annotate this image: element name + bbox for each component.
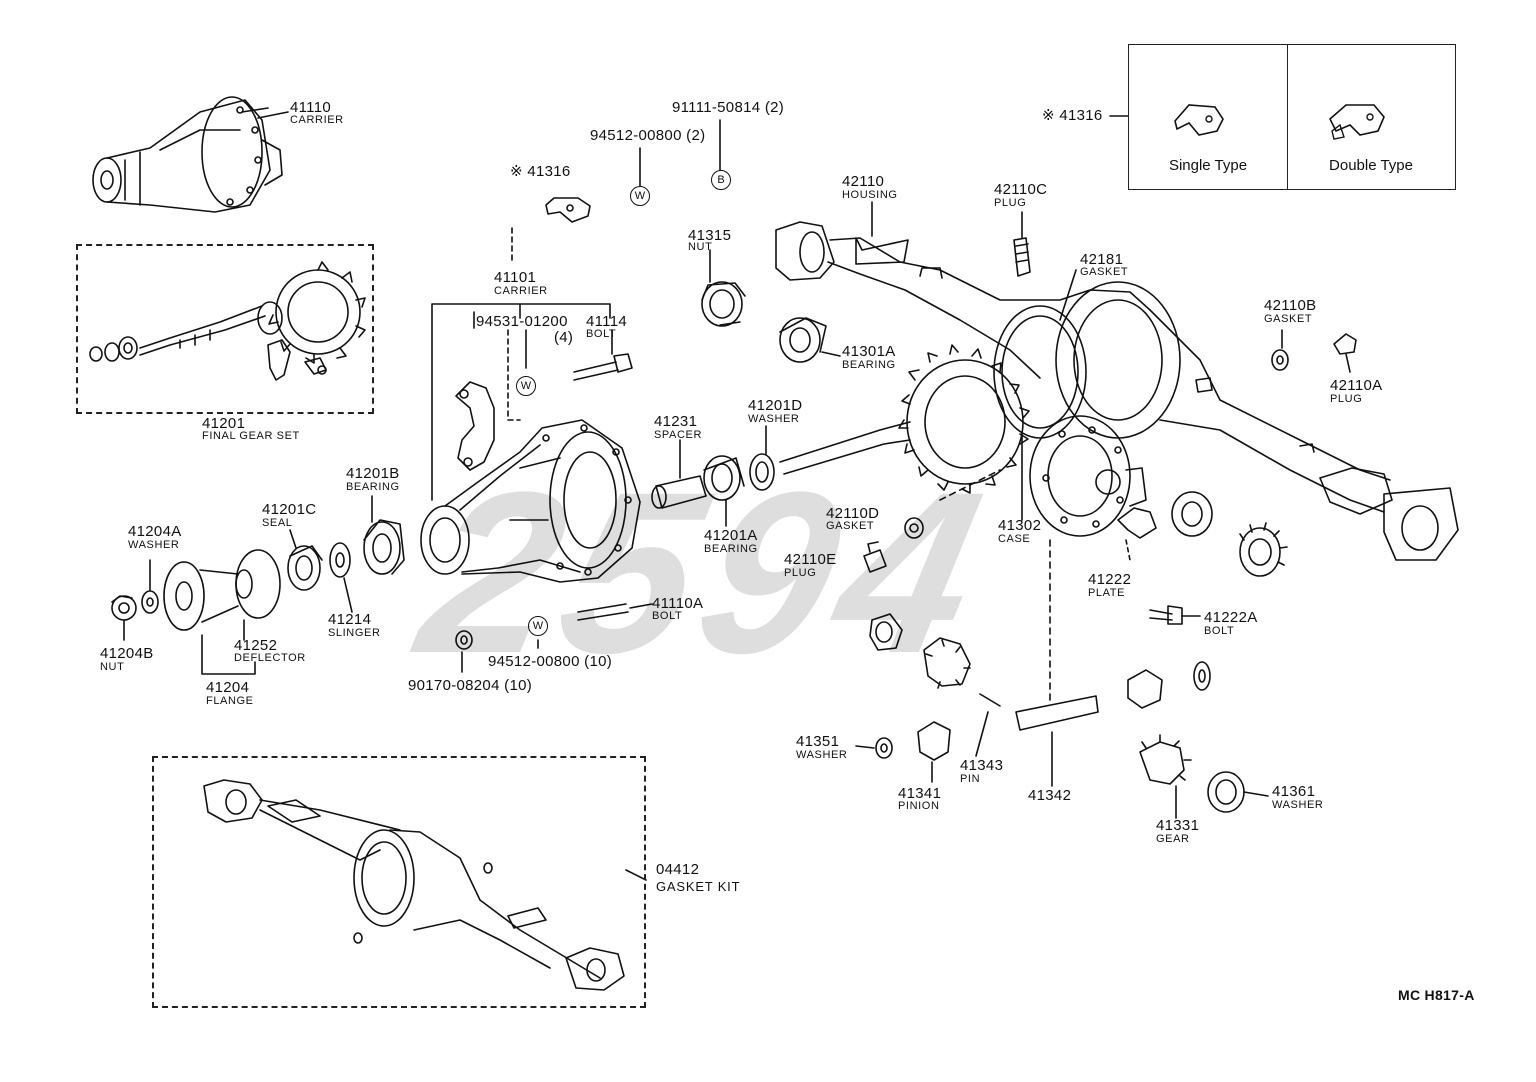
part-42181-number: 42181 bbox=[1080, 251, 1124, 268]
part-41201D-number: 41201D bbox=[748, 397, 803, 414]
w-mark-top: W bbox=[630, 186, 650, 206]
part-41204-number: 41204 bbox=[206, 679, 250, 696]
part-41204A-name: WASHER bbox=[128, 539, 180, 551]
part-41201A-number: 41201A bbox=[704, 527, 758, 544]
part-41201-number: 41201 bbox=[202, 415, 246, 432]
part-41110-number: 41110 bbox=[290, 99, 331, 116]
part-41204-name: FLANGE bbox=[206, 695, 254, 707]
single-type-plate-icon bbox=[1174, 104, 1224, 136]
part-41204B-number: 41204B bbox=[100, 645, 154, 662]
final-gear-set-box bbox=[76, 244, 374, 414]
part-41201D-name: WASHER bbox=[748, 413, 800, 425]
part-41331-number: 41331 bbox=[1156, 817, 1200, 834]
double-type-panel: Double Type bbox=[1288, 45, 1454, 189]
part-41302-number: 41302 bbox=[998, 517, 1042, 534]
final-gear-set-drawing bbox=[89, 261, 366, 381]
part-41201A-name: BEARING bbox=[704, 543, 758, 555]
part-41301A-number: 41301A bbox=[842, 343, 896, 360]
part-41316-number: ※ 41316 bbox=[510, 163, 571, 180]
part-41201B-number: 41201B bbox=[346, 465, 400, 482]
part-42110E-number: 42110E bbox=[784, 551, 837, 568]
part-41341-name: PINION bbox=[898, 800, 940, 812]
part-41214-number: 41214 bbox=[328, 611, 372, 628]
part-41231-name: SPACER bbox=[654, 429, 703, 441]
part-41201C-number: 41201C bbox=[262, 501, 317, 518]
gasket-kit-box bbox=[152, 756, 646, 1008]
part-41110-name: CARRIER bbox=[290, 114, 344, 126]
part-41222-name: PLATE bbox=[1088, 587, 1126, 599]
part-41114-name: BOLT bbox=[586, 328, 617, 340]
part-90170-number: 90170-08204 (10) bbox=[408, 677, 533, 694]
part-41343-name: PIN bbox=[960, 773, 981, 785]
part-94531-qty: (4) bbox=[554, 329, 574, 346]
part-41101-number: 41101 bbox=[494, 269, 537, 286]
part-91111-number: 91111-50814 (2) bbox=[672, 99, 785, 116]
b-mark-top: B bbox=[711, 170, 731, 190]
double-type-label: Double Type bbox=[1329, 157, 1413, 174]
part-41114-number: 41114 bbox=[586, 313, 627, 330]
part-41222-number: 41222 bbox=[1088, 571, 1132, 588]
inset-ref-label: ※ 41316 bbox=[1042, 107, 1103, 124]
part-41204A-number: 41204A bbox=[128, 523, 182, 540]
part-94531-number: 94531-01200 bbox=[476, 313, 568, 330]
w-mark-mid: W bbox=[516, 376, 536, 396]
part-41302-name: CASE bbox=[998, 533, 1031, 545]
part-41110A-name: BOLT bbox=[652, 610, 683, 622]
part-42110-name: HOUSING bbox=[842, 189, 898, 201]
part-41222A-number: 41222A bbox=[1204, 609, 1258, 626]
single-type-panel: Single Type bbox=[1129, 45, 1288, 189]
part-42110C-number: 42110C bbox=[994, 181, 1048, 198]
part-41301A-name: BEARING bbox=[842, 359, 896, 371]
carrier-assembly-drawing bbox=[92, 96, 283, 213]
part-41204B-name: NUT bbox=[100, 661, 125, 673]
part-41201C-name: SEAL bbox=[262, 517, 293, 529]
part-42110B-name: GASKET bbox=[1264, 313, 1313, 325]
part-42110-number: 42110 bbox=[842, 173, 885, 190]
part-41331-name: GEAR bbox=[1156, 833, 1190, 845]
part-42110D-name: GASKET bbox=[826, 520, 875, 532]
part-41315-number: 41315 bbox=[688, 227, 732, 244]
part-94512-top-number: 94512-00800 (2) bbox=[590, 127, 706, 144]
part-42110E-name: PLUG bbox=[784, 567, 817, 579]
part-42110A-number: 42110A bbox=[1330, 377, 1383, 394]
part-42110D-number: 42110D bbox=[826, 505, 880, 522]
differential-case-drawing bbox=[1029, 415, 1147, 537]
part-41252-name: DEFLECTOR bbox=[234, 652, 306, 664]
double-type-plate-icon bbox=[1329, 104, 1385, 140]
part-42110B-number: 42110B bbox=[1264, 297, 1317, 314]
part-04412-name: GASKET KIT bbox=[656, 879, 741, 894]
part-41351-name: WASHER bbox=[796, 749, 848, 761]
diagram-code: MC H817-A bbox=[1398, 987, 1475, 1003]
part-41201B-name: BEARING bbox=[346, 481, 400, 493]
gasket-kit-drawing bbox=[203, 779, 625, 991]
part-42110A-name: PLUG bbox=[1330, 393, 1363, 405]
part-41315-name: NUT bbox=[688, 241, 713, 253]
part-41231-number: 41231 bbox=[654, 413, 698, 430]
w-mark-bottom: W bbox=[528, 616, 548, 636]
part-41252-number: 41252 bbox=[234, 637, 278, 654]
part-41341-number: 41341 bbox=[898, 785, 942, 802]
part-41342-number: 41342 bbox=[1028, 787, 1072, 804]
part-41361-number: 41361 bbox=[1272, 783, 1316, 800]
part-41351-number: 41351 bbox=[796, 733, 840, 750]
part-94512-bottom-number: 94512-00800 (10) bbox=[488, 653, 613, 670]
part-41201-name: FINAL GEAR SET bbox=[202, 430, 300, 442]
part-41110A-number: 41110A bbox=[652, 595, 704, 612]
part-42110C-name: PLUG bbox=[994, 197, 1027, 209]
part-41101-name: CARRIER bbox=[494, 285, 548, 297]
part-41222A-name: BOLT bbox=[1204, 625, 1235, 637]
single-type-label: Single Type bbox=[1168, 157, 1248, 174]
part-41361-name: WASHER bbox=[1272, 799, 1324, 811]
part-42181-name: GASKET bbox=[1080, 266, 1129, 278]
carrier-housing-drawing bbox=[420, 419, 641, 583]
part-41214-name: SLINGER bbox=[328, 627, 381, 639]
part-41343-number: 41343 bbox=[960, 757, 1004, 774]
plate-type-inset: Single Type Double Type bbox=[1128, 44, 1456, 190]
part-04412-number: 04412 bbox=[656, 861, 700, 878]
